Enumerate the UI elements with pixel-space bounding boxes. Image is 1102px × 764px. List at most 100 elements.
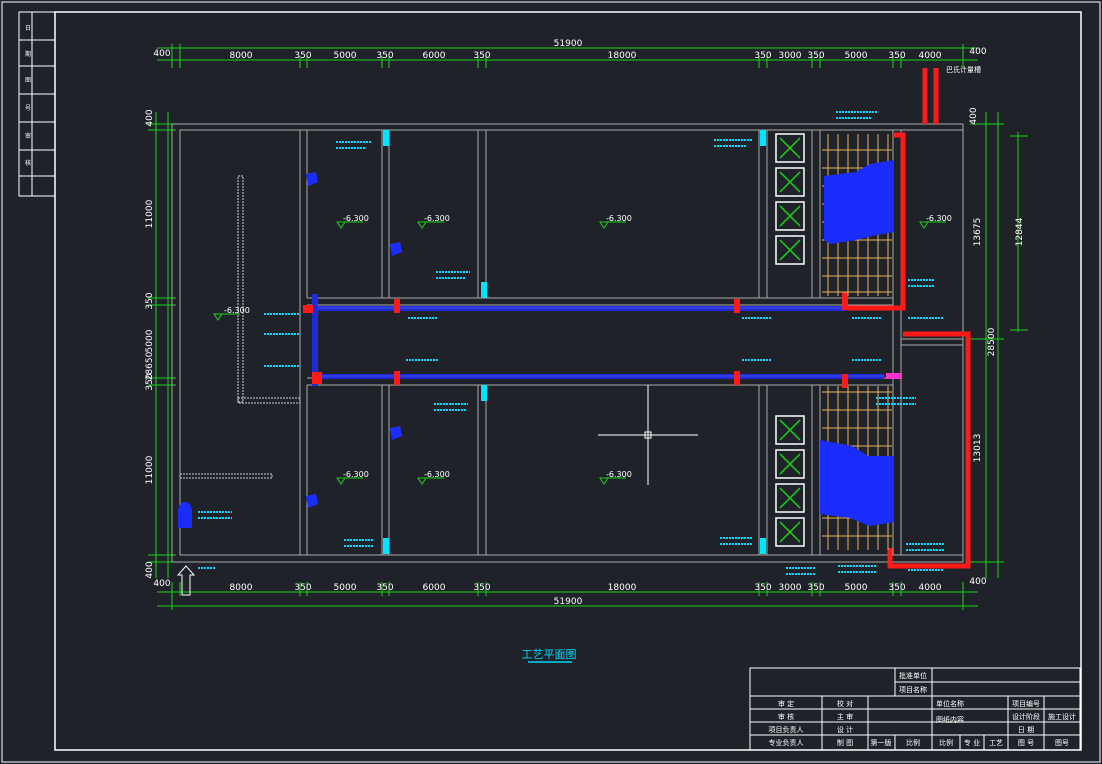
tb-cell: 日 期: [1018, 726, 1034, 734]
tb-cell: 项目负责人: [769, 725, 804, 734]
title-block-text: 批准单位 项目名称 审 定 校 对 单位名称 项目编号 审 核 主 审 设计阶段…: [769, 671, 1077, 747]
dim-bottom: 18000: [608, 583, 637, 593]
tb-cell: 项目编号: [1012, 699, 1040, 708]
annotation-notes: [198, 111, 944, 575]
filter-grid-top: [822, 134, 894, 296]
side-label: 审: [25, 132, 31, 140]
dimension-right: 400 13675 28500 12844 13013: [969, 107, 1028, 578]
tb-cell: 工艺: [989, 739, 1003, 747]
dim-top: 8000: [230, 51, 253, 61]
dim-right: 28500: [987, 327, 997, 356]
level-label: -6.300: [224, 306, 250, 315]
tb-cell: 批准单位: [899, 671, 927, 680]
entry-arrow: [176, 565, 196, 596]
valves: [303, 292, 848, 388]
dim-bottom: 350: [754, 583, 771, 593]
side-label: 核: [25, 159, 31, 167]
side-label: 号: [25, 105, 31, 112]
dim-bottom: 400: [153, 579, 170, 589]
tb-cell: 设 计: [837, 725, 853, 734]
dim-bottom: 350: [376, 583, 393, 593]
binding-strip: 日 期 图 号 审 核: [18, 11, 56, 197]
level-label: -6.300: [606, 214, 632, 223]
dim-bottom: 6000: [423, 583, 446, 593]
cyan-markers: [383, 130, 766, 554]
dim-top: 350: [807, 51, 824, 61]
dim-top: 350: [888, 51, 905, 61]
dim-bottom: 350: [888, 583, 905, 593]
dimension-left: 400 11000 350 5000 350 11000 400 28650: [145, 109, 176, 579]
dim-left: 350: [145, 373, 155, 390]
tb-cell: 第一版: [871, 738, 892, 747]
dim-bottom: 350: [294, 583, 311, 593]
dim-right-inner: 12844: [1015, 217, 1025, 246]
level-label: -6.300: [926, 214, 952, 223]
dim-left: 400: [145, 109, 155, 126]
dim-bottom: 8000: [230, 583, 253, 593]
dim-top: 350: [473, 51, 490, 61]
tb-cell: 主 审: [837, 712, 853, 721]
dim-total-bottom: 51900: [554, 597, 583, 607]
dim-top: 5000: [845, 51, 868, 61]
dim-bottom: 350: [807, 583, 824, 593]
tb-cell: 单位名称: [936, 699, 964, 708]
tb-cell: 专 业: [964, 738, 980, 747]
level-label: -6.300: [424, 470, 450, 479]
title-block: [749, 667, 1081, 751]
dim-left: 11000: [145, 199, 155, 228]
dim-top: 400: [969, 47, 986, 57]
dim-right: 400: [969, 107, 979, 124]
dim-top: 350: [754, 51, 771, 61]
dim-left: 350: [145, 292, 155, 309]
dim-total-top: 51900: [554, 39, 583, 49]
level-label: -6.300: [424, 214, 450, 223]
tb-cell: 校 对: [837, 699, 853, 708]
pipe-label: 巴氏计量槽: [946, 65, 981, 74]
dim-top: 3000: [779, 51, 802, 61]
tb-cell: 图 号: [1018, 739, 1034, 747]
dimension-top: 51900 400 8000 350 5000 350 6000 350 180…: [153, 39, 987, 68]
red-main-pipe: [847, 68, 971, 569]
pump-symbols: [178, 172, 402, 528]
drawing-title: 工艺平面图: [522, 648, 577, 661]
dim-top: 18000: [608, 51, 637, 61]
filter-grid-bottom: [820, 386, 894, 550]
level-markers: -6.300 -6.300 -6.300 -6.300 -6.300 -6.30…: [213, 214, 952, 485]
building-plan: [171, 123, 964, 563]
tb-cell: 设计阶段: [1012, 712, 1040, 721]
level-label: -6.300: [343, 214, 369, 223]
tb-cell: 施工设计: [1048, 712, 1076, 721]
dim-left: 11000: [145, 455, 155, 484]
aerator-units-bottom: [775, 415, 805, 547]
dim-top: 350: [376, 51, 393, 61]
tb-cell: 审 核: [778, 712, 794, 721]
dim-left: 400: [145, 561, 155, 578]
dim-top: 4000: [919, 51, 942, 61]
crosshair-cursor: [598, 385, 698, 485]
dim-right: 13675: [973, 218, 983, 247]
dim-top: 350: [294, 51, 311, 61]
magenta-valve: [886, 373, 902, 379]
tb-cell: 图纸内容: [936, 715, 964, 724]
aerator-units-top: [775, 133, 805, 265]
tb-cell: 项目名称: [899, 685, 927, 694]
inner-frame: [54, 11, 1082, 751]
tb-cell: 图号: [1055, 739, 1069, 747]
tb-cell: 制 图: [837, 738, 853, 747]
dim-top: 5000: [334, 51, 357, 61]
dim-bottom: 5000: [334, 583, 357, 593]
side-label: 图: [25, 77, 31, 84]
tb-cell: 专业负责人: [769, 738, 804, 747]
dim-bottom: 5000: [845, 583, 868, 593]
dim-top: 6000: [423, 51, 446, 61]
side-label: 日: [25, 25, 31, 32]
hatched-wall: [179, 175, 301, 479]
tb-cell: 比例: [906, 738, 920, 747]
dim-bottom: 4000: [919, 583, 942, 593]
dim-bottom: 3000: [779, 583, 802, 593]
dim-bottom: 400: [969, 577, 986, 587]
dimension-bottom: 400 8000 350 5000 350 6000 350 18000 350…: [153, 577, 987, 610]
channel-pipes: [312, 294, 884, 386]
